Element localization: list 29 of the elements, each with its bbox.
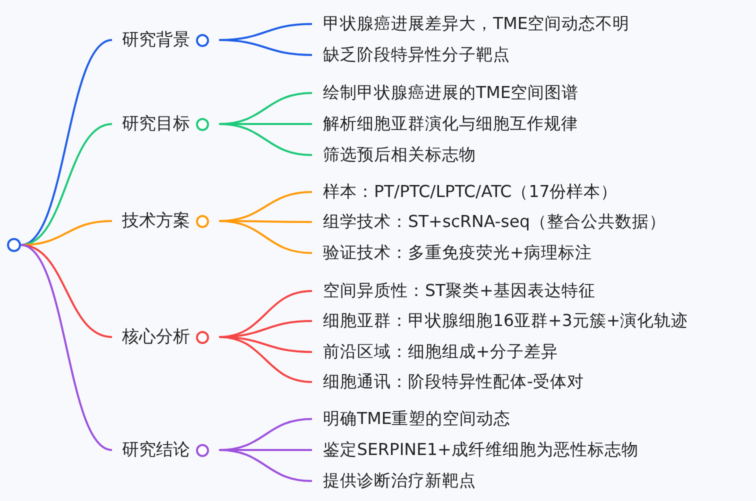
subtopic-text: 细胞亚群：甲状腺细胞16亚群+3元簇+演化轨迹 <box>312 310 688 332</box>
subtopic-text: 空间异质性：ST聚类+基因表达特征 <box>312 280 596 302</box>
topic-label: 研究结论 <box>122 439 190 461</box>
subtopic-text: 前沿区域：细胞组成+分子差异 <box>312 341 558 363</box>
topic-label: 研究目标 <box>122 113 190 135</box>
topic-label: 技术方案 <box>122 210 190 232</box>
subtopic-text: 验证技术：多重免疫荧光+病理标注 <box>312 242 592 264</box>
subtopic-text: 筛选预后相关标志物 <box>312 144 476 166</box>
branch-line <box>20 244 112 451</box>
topic-label: 研究背景 <box>122 29 190 51</box>
topic-label: 核心分析 <box>122 326 190 348</box>
subtopic-text: 细胞通讯：阶段特异性配体-受体对 <box>312 371 584 393</box>
root-circle <box>7 238 21 252</box>
branch-line <box>20 244 112 338</box>
subtopic-text: 甲状腺癌进展差异大，TME空间动态不明 <box>312 13 630 35</box>
branch-line <box>218 449 312 482</box>
subtopic-text: 缺乏阶段特异性分子靶点 <box>312 44 510 66</box>
branch-line <box>218 220 312 254</box>
subtopic-text: 鉴定SERPINE1+成纤维细胞为恶性标志物 <box>312 439 638 461</box>
subtopic-text: 组学技术：ST+scRNA-seq（整合公共数据） <box>312 211 666 233</box>
branch-line <box>218 39 312 56</box>
branch-line <box>218 123 312 156</box>
subtopic-text: 提供诊断治疗新靶点 <box>312 470 476 492</box>
subtopic-text: 明确TME重塑的空间动态 <box>312 408 511 430</box>
subtopic-text: 样本：PT/PTC/LPTC/ATC（17份样本） <box>312 181 618 203</box>
branch-line <box>218 336 312 383</box>
subtopic-text: 绘制甲状腺癌进展的TME空间图谱 <box>312 82 579 104</box>
subtopic-text: 解析细胞亚群演化与细胞互作规律 <box>312 113 578 135</box>
branch-line <box>20 39 112 246</box>
